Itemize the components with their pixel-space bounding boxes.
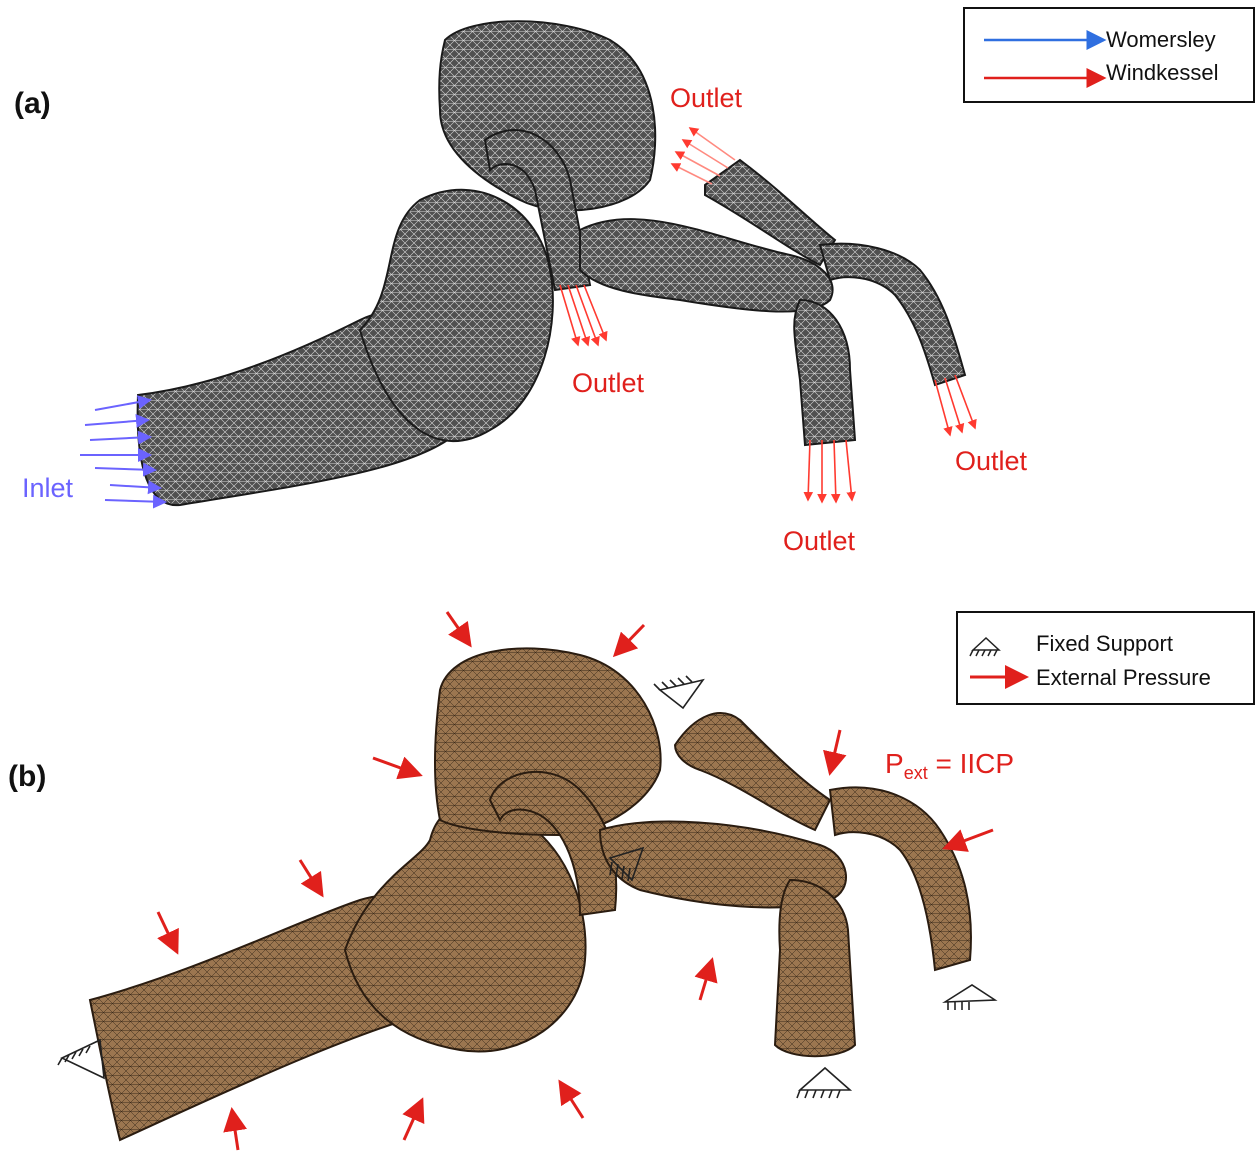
outlet-arrows-3: [808, 440, 852, 502]
outlet-label-4: Outlet: [955, 446, 1028, 476]
outlet-label-2: Outlet: [670, 83, 743, 113]
vessel-mesh-a: [138, 21, 965, 505]
legend-womersley-text: Womersley: [1106, 27, 1216, 52]
pressure-label-main: P: [885, 748, 904, 779]
outlet-label-1: Outlet: [572, 368, 645, 398]
panel-a-label: (a): [14, 87, 51, 120]
fixed-support-icon: [797, 1068, 850, 1098]
pressure-arrow: [158, 912, 177, 952]
vessel-mesh-b: [90, 648, 971, 1140]
pressure-label: Pext = IICP: [885, 748, 1014, 783]
pressure-arrow: [404, 1100, 422, 1140]
pressure-arrow: [830, 730, 840, 773]
legend-external-pressure-text: External Pressure: [1036, 665, 1211, 690]
panel-b-label: (b): [8, 760, 46, 793]
pressure-arrow: [700, 960, 712, 1000]
panel-b: (b) Fixed Support External Pressure: [8, 612, 1254, 1150]
legend-a: Womersley Windkessel: [964, 8, 1254, 102]
fixed-support-icon: [654, 676, 703, 708]
pressure-arrow: [300, 860, 322, 895]
lower-branch-b: [775, 880, 855, 1056]
outlet-arrows-1: [560, 285, 606, 345]
legend-b-frame: [957, 612, 1254, 704]
fixed-support-icon: [945, 985, 995, 1010]
pressure-arrow: [447, 612, 470, 645]
lower-branch-a: [794, 300, 855, 445]
loop-segment-b: [345, 807, 586, 1052]
inlet-label: Inlet: [22, 473, 74, 503]
pressure-arrow: [560, 1082, 583, 1118]
panel-a: (a) Womersley Windkessel: [14, 8, 1254, 556]
pressure-label-rest: = IICP: [928, 748, 1014, 779]
pressure-arrow: [945, 830, 993, 848]
legend-a-frame: [964, 8, 1254, 102]
pressure-arrow: [373, 758, 420, 775]
legend-windkessel-text: Windkessel: [1106, 60, 1218, 85]
pressure-arrow: [615, 625, 644, 655]
upper-branch-b: [675, 713, 830, 830]
pressure-arrow: [232, 1110, 238, 1150]
fixed-support-icon: [58, 1040, 104, 1078]
pressure-label-sub: ext: [904, 763, 928, 783]
legend-b: Fixed Support External Pressure: [957, 612, 1254, 704]
outlet-label-3: Outlet: [783, 526, 856, 556]
right-branch-b: [830, 787, 971, 970]
legend-fixed-support-text: Fixed Support: [1036, 631, 1173, 656]
